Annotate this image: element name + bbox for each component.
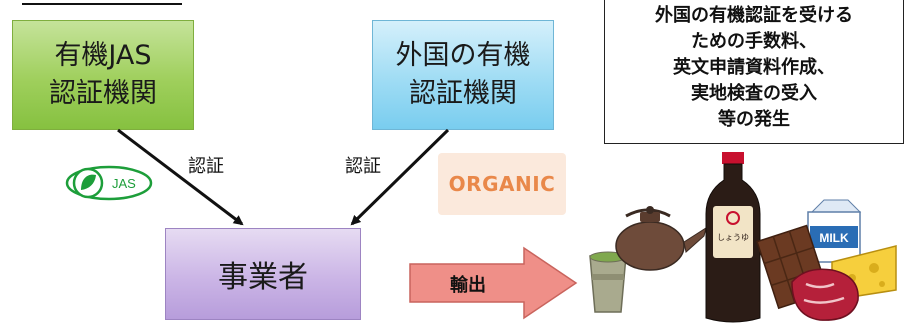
export-label: 輸出 — [450, 274, 486, 296]
meat-icon — [791, 268, 859, 321]
tea-cup-icon — [589, 251, 627, 313]
jas-mark-text: JAS — [112, 176, 136, 191]
note-line-4: 実地検査の受入 — [691, 83, 817, 104]
export-arrow — [409, 246, 578, 320]
foreign-body-line2: 認証機関 — [409, 78, 517, 109]
soy-sauce-bottle-icon: しょうゆ — [705, 152, 761, 323]
certification-arrow-right — [350, 128, 450, 226]
cost-note-box: 外国の有機認証を受ける ための手数料、 英文申請資料作成、 実地検査の受入 等の… — [604, 0, 904, 144]
note-line-2: ための手数料、 — [691, 31, 817, 52]
certification-arrow-left — [117, 128, 244, 226]
note-line-1: 外国の有機認証を受ける — [655, 5, 853, 26]
certification-label-right: 認証 — [345, 156, 381, 177]
operator-label: 事業者 — [218, 260, 308, 295]
teapot-icon — [615, 206, 707, 271]
jas-mark-icon: JAS — [65, 165, 153, 201]
jas-body-line2: 認証機関 — [49, 78, 157, 109]
organic-mark-text: ORGANIC — [448, 172, 556, 196]
soy-sauce-label: しょうゆ — [717, 233, 749, 242]
foreign-certification-body-box: 外国の有機 認証機関 — [372, 20, 554, 130]
title-underline — [22, 3, 182, 5]
note-line-5: 等の発生 — [718, 109, 790, 130]
milk-carton-icon: MILK — [807, 199, 862, 263]
jas-body-line1: 有機JAS — [54, 40, 152, 71]
milk-label: MILK — [819, 231, 849, 245]
jas-certification-body-box: 有機JAS 認証機関 — [12, 20, 194, 130]
operator-box: 事業者 — [165, 228, 361, 320]
certification-label-left: 認証 — [188, 156, 224, 177]
foreign-body-line1: 外国の有機 — [395, 40, 531, 71]
organic-mark: ORGANIC — [438, 153, 566, 215]
note-line-3: 英文申請資料作成、 — [673, 57, 835, 78]
